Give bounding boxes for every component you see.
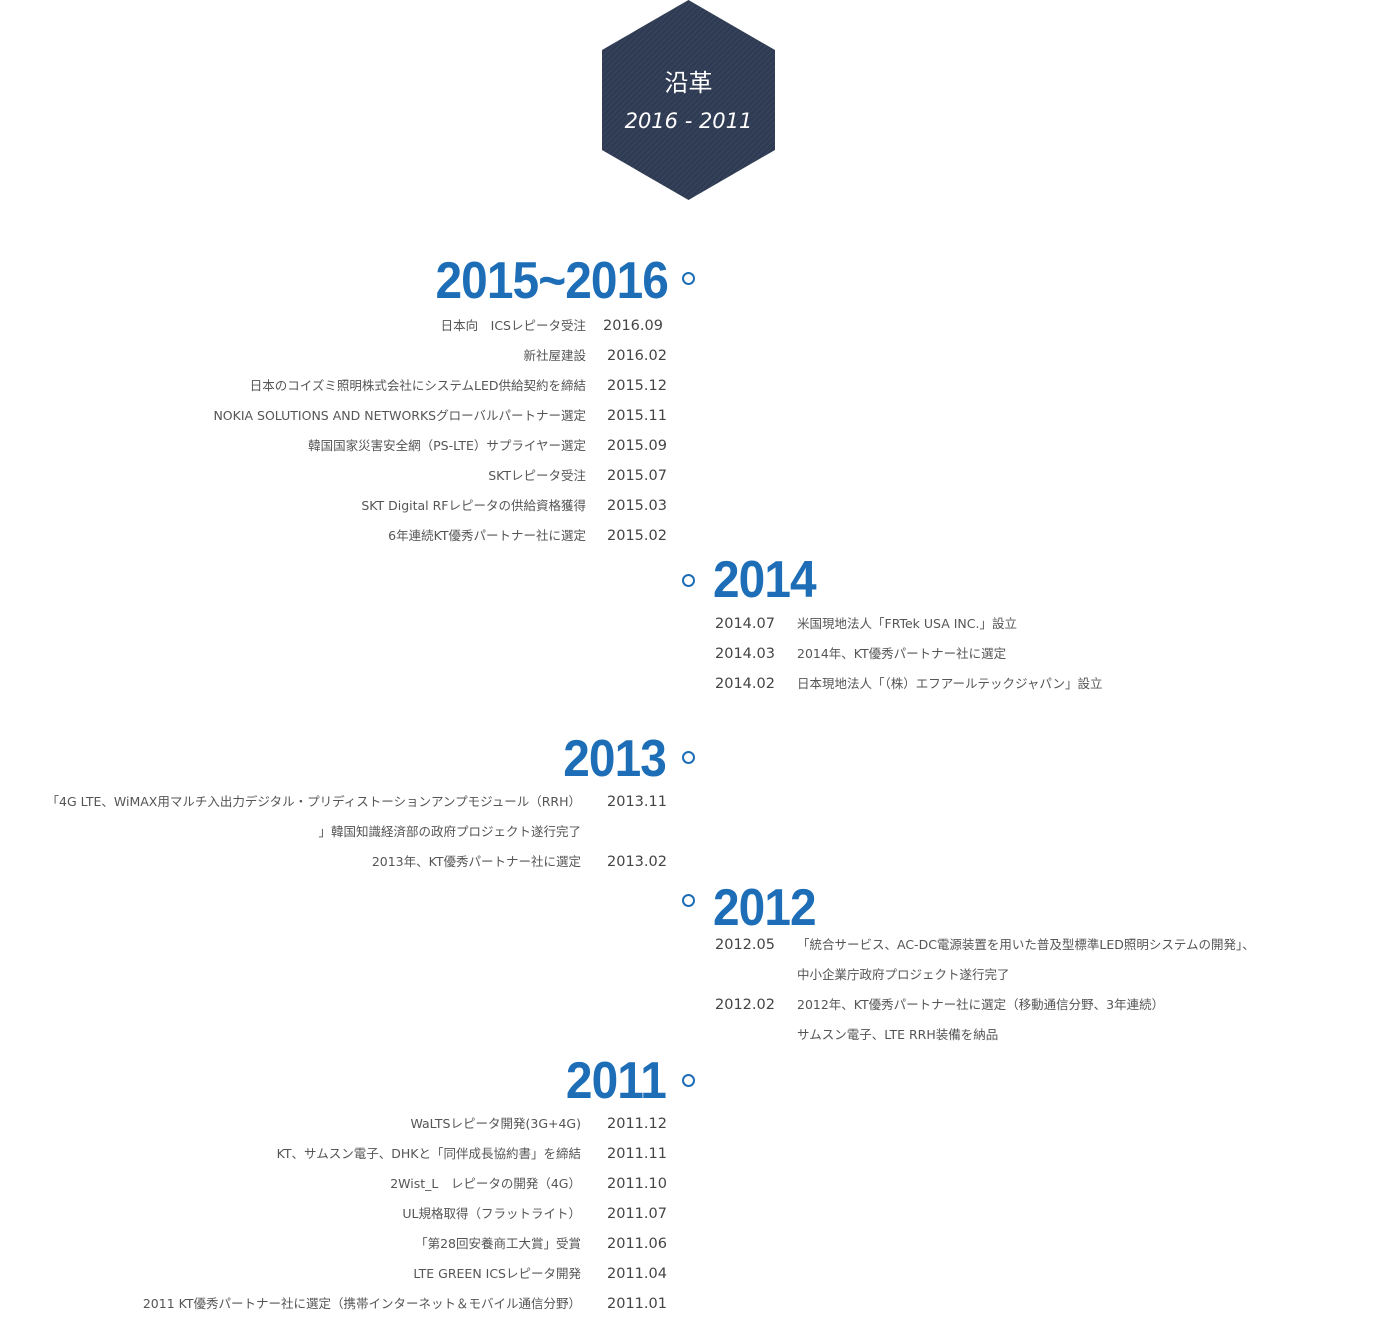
item-date: 2014.02 xyxy=(715,676,775,692)
section-year-2015-2016: 2015~2016 xyxy=(435,252,668,310)
item-date: 2013.02 xyxy=(607,854,667,870)
item-date: 2015.12 xyxy=(607,378,667,394)
item-date: 2012.02 xyxy=(715,997,775,1013)
list-item: SKT Digital RFレピータの供給資格獲得 xyxy=(361,498,586,513)
item-date: 2014.07 xyxy=(715,616,775,632)
item-date: 2014.03 xyxy=(715,646,775,662)
list-item: WaLTSレピータ開発(3G+4G) xyxy=(410,1116,581,1131)
page-title: 沿革 xyxy=(664,69,713,97)
item-date: 2012.05 xyxy=(715,937,775,953)
list-item: サムスン電子、LTE RRH装備を納品 xyxy=(797,1027,999,1042)
list-item: 新社屋建設 xyxy=(523,348,586,363)
list-item: 2014年、KT優秀パートナー社に選定 xyxy=(797,646,1007,661)
list-item: 日本のコイズミ照明株式会社にシステムLED供給契約を締結 xyxy=(249,378,586,393)
hexagon-badge xyxy=(602,0,775,200)
list-item: 中小企業庁政府プロジェクト遂行完了 xyxy=(797,967,1010,982)
item-date: 2016.02 xyxy=(607,348,667,364)
list-item: 2012年、KT優秀パートナー社に選定（移動通信分野、3年連続） xyxy=(797,997,1165,1012)
item-date: 2011.01 xyxy=(607,1296,667,1312)
item-date: 2011.11 xyxy=(607,1146,667,1162)
list-item: 「4G LTE、WiMAX用マルチ入出力デジタル・プリディストーションアンプモジ… xyxy=(46,794,582,809)
section-year-2014: 2014 xyxy=(713,551,817,609)
item-date: 2013.11 xyxy=(607,794,667,810)
item-date: 2011.10 xyxy=(607,1176,667,1192)
list-item: 」韓国知識経済部の政府プロジェクト遂行完了 xyxy=(318,824,581,839)
timeline-dot xyxy=(682,272,695,285)
list-item: SKTレピータ受注 xyxy=(488,468,586,483)
timeline-dot xyxy=(682,1074,695,1087)
item-date: 2015.03 xyxy=(607,498,667,514)
section-year-2012: 2012 xyxy=(713,879,817,937)
item-date: 2011.06 xyxy=(607,1236,667,1252)
list-item: UL規格取得（フラットライト） xyxy=(402,1206,581,1221)
timeline-dot xyxy=(682,751,695,764)
list-item: 2011 KT優秀パートナー社に選定（携帯インターネット＆モバイル通信分野） xyxy=(142,1296,581,1311)
list-item: LTE GREEN ICSレピータ開発 xyxy=(413,1266,581,1281)
list-item: 米国現地法人「FRTek USA INC.」設立 xyxy=(797,616,1017,631)
section-year-2013: 2013 xyxy=(563,730,667,788)
list-item: 「第28回安養商工大賞」受賞 xyxy=(415,1236,581,1251)
list-item: 韓国国家災害安全網（PS-LTE）サプライヤー選定 xyxy=(308,438,586,453)
list-item: 日本現地法人「（株）エフアールテックジャパン」設立 xyxy=(797,676,1103,691)
list-item: KT、サムスン電子、DHKと「同伴成長協約書」を締結 xyxy=(276,1146,581,1161)
item-date: 2015.11 xyxy=(607,408,667,424)
item-date: 2011.07 xyxy=(607,1206,667,1222)
item-date: 2015.02 xyxy=(607,528,667,544)
item-date: 2016.09 xyxy=(603,318,663,334)
item-date: 2011.12 xyxy=(607,1116,667,1132)
list-item: 2Wist_L レピータの開発（4G） xyxy=(390,1176,581,1191)
timeline-dot xyxy=(682,574,695,587)
list-item: 「統合サービス、AC-DC電源装置を用いた普及型標準LED照明システムの開発」、 xyxy=(797,937,1255,952)
item-date: 2015.07 xyxy=(607,468,667,484)
list-item: 2013年、KT優秀パートナー社に選定 xyxy=(371,854,581,869)
list-item: NOKIA SOLUTIONS AND NETWORKSグローバルパートナー選定 xyxy=(213,408,586,423)
item-date: 2015.09 xyxy=(607,438,667,454)
page-year-range: 2016 - 2011 xyxy=(624,109,753,133)
timeline-dot xyxy=(682,894,695,907)
list-item: 6年連続KT優秀パートナー社に選定 xyxy=(388,528,586,543)
list-item: 日本向 ICSレピータ受注 xyxy=(440,318,586,333)
history-header-hexagon: 沿革 2016 - 2011 xyxy=(602,0,775,200)
item-date: 2011.04 xyxy=(607,1266,667,1282)
section-year-2011: 2011 xyxy=(565,1052,667,1110)
